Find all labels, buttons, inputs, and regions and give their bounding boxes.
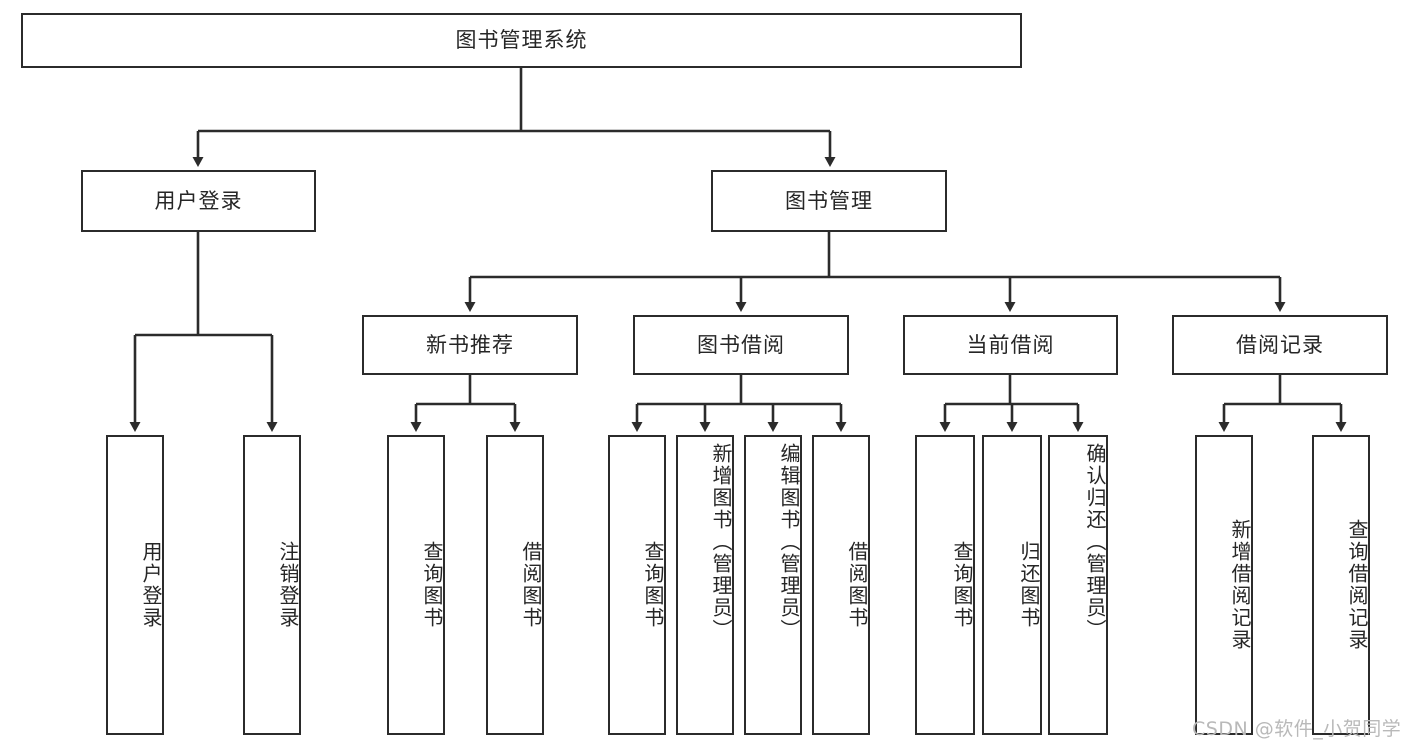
node-label: 用户登录 [139, 541, 163, 629]
node-label: 查询图书 [641, 541, 665, 629]
node-label: 查询图书 [420, 541, 444, 629]
node-book-borrow[interactable]: 图书借阅 [633, 315, 849, 375]
node-label: 确认归还（管理员） [1083, 443, 1107, 641]
node-label: 查询图书 [950, 541, 974, 629]
node-new-book-recommend[interactable]: 新书推荐 [362, 315, 578, 375]
node-current-borrow[interactable]: 当前借阅 [903, 315, 1118, 375]
node-borrow-record[interactable]: 借阅记录 [1172, 315, 1388, 375]
node-label: 当前借阅 [966, 332, 1055, 357]
leaf-query-book-current[interactable]: 查询图书 [915, 435, 975, 735]
node-label: 借阅记录 [1236, 332, 1324, 357]
node-label: 新增图书（管理员） [709, 443, 733, 641]
node-label: 图书管理 [785, 188, 873, 213]
node-label: 图书借阅 [697, 332, 785, 357]
leaf-query-borrow-record[interactable]: 查询借阅记录 [1312, 435, 1370, 735]
node-label: 编辑图书（管理员） [777, 443, 801, 641]
node-label: 图书管理系统 [455, 28, 588, 53]
csdn-watermark: CSDN @软件_小贺同学 [1192, 718, 1402, 740]
leaf-user-login[interactable]: 用户登录 [106, 435, 164, 735]
leaf-user-logout[interactable]: 注销登录 [243, 435, 301, 735]
node-book-management[interactable]: 图书管理 [711, 170, 947, 232]
leaf-confirm-return-admin[interactable]: 确认归还（管理员） [1048, 435, 1108, 735]
node-label: 归还图书 [1017, 541, 1041, 629]
leaf-borrow-book[interactable]: 借阅图书 [812, 435, 870, 735]
node-root[interactable]: 图书管理系统 [21, 13, 1022, 68]
node-label: 借阅图书 [519, 541, 543, 629]
leaf-edit-book-admin[interactable]: 编辑图书（管理员） [744, 435, 802, 735]
leaf-add-borrow-record[interactable]: 新增借阅记录 [1195, 435, 1253, 735]
leaf-query-book-borrow[interactable]: 查询图书 [608, 435, 666, 735]
node-user-login[interactable]: 用户登录 [81, 170, 316, 232]
leaf-return-book[interactable]: 归还图书 [982, 435, 1042, 735]
leaf-query-book-recommend[interactable]: 查询图书 [387, 435, 445, 735]
node-label: 注销登录 [276, 541, 300, 629]
node-label: 新书推荐 [426, 332, 514, 357]
leaf-borrow-book-recommend[interactable]: 借阅图书 [486, 435, 544, 735]
node-label: 借阅图书 [845, 541, 869, 629]
node-label: 用户登录 [154, 188, 243, 213]
leaf-add-book-admin[interactable]: 新增图书（管理员） [676, 435, 734, 735]
node-label: 查询借阅记录 [1345, 519, 1369, 651]
node-label: 新增借阅记录 [1228, 519, 1252, 651]
